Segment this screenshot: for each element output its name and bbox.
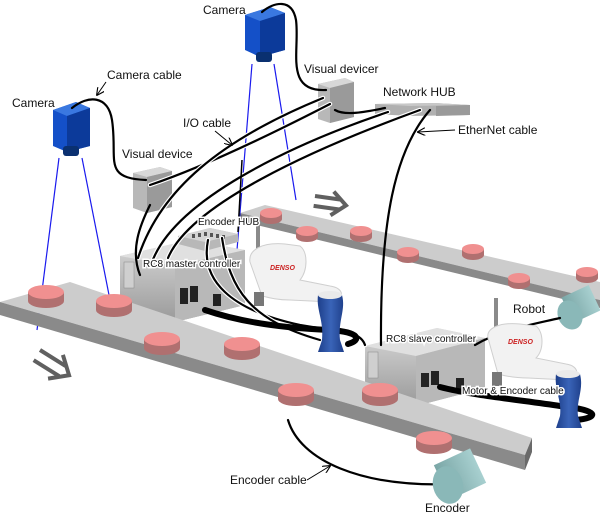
workpiece — [397, 247, 419, 263]
labels: Camera Camera Camera cable I/O cable Vis… — [12, 3, 566, 515]
motor-encoder-cable — [437, 384, 596, 423]
workpiece — [260, 208, 282, 224]
network-hub — [375, 103, 470, 116]
workpiece — [278, 383, 314, 406]
workpieces-lower — [28, 285, 452, 454]
label-robot: Robot — [513, 302, 546, 316]
label-ethernet-cable: EtherNet cable — [458, 123, 538, 137]
workpiece — [96, 294, 132, 317]
camera-top — [245, 7, 285, 62]
workpiece — [508, 273, 530, 289]
camera-cable-left — [70, 98, 148, 182]
workpiece — [350, 226, 372, 242]
visual-device-top — [318, 78, 354, 123]
direction-arrow-upper-icon — [313, 190, 350, 218]
direction-arrow-lower-icon — [32, 348, 72, 381]
camera-left — [53, 102, 90, 156]
camera-cable-top — [260, 2, 328, 92]
workpiece — [296, 226, 318, 242]
label-camera-top: Camera — [203, 3, 246, 17]
workpiece — [144, 332, 180, 355]
conveyor-lower — [0, 282, 532, 470]
label-encoder-cable: Encoder cable — [230, 473, 307, 487]
workpiece — [576, 267, 598, 283]
workpiece — [462, 244, 484, 260]
label-io-cable: I/O cable — [183, 116, 231, 130]
workpieces-upper — [260, 208, 598, 289]
hub-link — [333, 106, 387, 115]
workpiece — [416, 431, 452, 454]
encoder-cable — [286, 418, 457, 486]
cables — [70, 2, 596, 486]
encoder-upper — [557, 284, 600, 330]
workpiece — [362, 383, 398, 406]
label-rc8-master: RC8 master controller — [143, 259, 241, 270]
label-motor-encoder-cable: Motor & Encoder cable — [462, 386, 564, 397]
label-network-hub: Network HUB — [383, 85, 456, 99]
motor-cable-master — [202, 307, 360, 347]
label-encoder: Encoder — [425, 501, 470, 515]
label-rc8-slave: RC8 slave controller — [386, 334, 477, 345]
label-visual-device: Visual device — [122, 147, 193, 161]
label-visual-devicer: Visual devicer — [304, 62, 378, 76]
label-encoder-hub: Encoder HUB — [198, 217, 259, 228]
io-cable — [148, 102, 332, 187]
robot-brand-label: DENSO — [270, 265, 295, 272]
robot-brand-label: DENSO — [508, 339, 533, 346]
ethernet-cable — [379, 108, 432, 347]
label-camera-cable: Camera cable — [107, 68, 182, 82]
robot-master: DENSO — [249, 218, 344, 352]
workpiece — [28, 285, 64, 308]
robot-slave: DENSO — [487, 298, 582, 428]
encoder-lower — [432, 448, 487, 504]
workpiece — [224, 337, 260, 360]
label-camera-left: Camera — [12, 96, 55, 110]
